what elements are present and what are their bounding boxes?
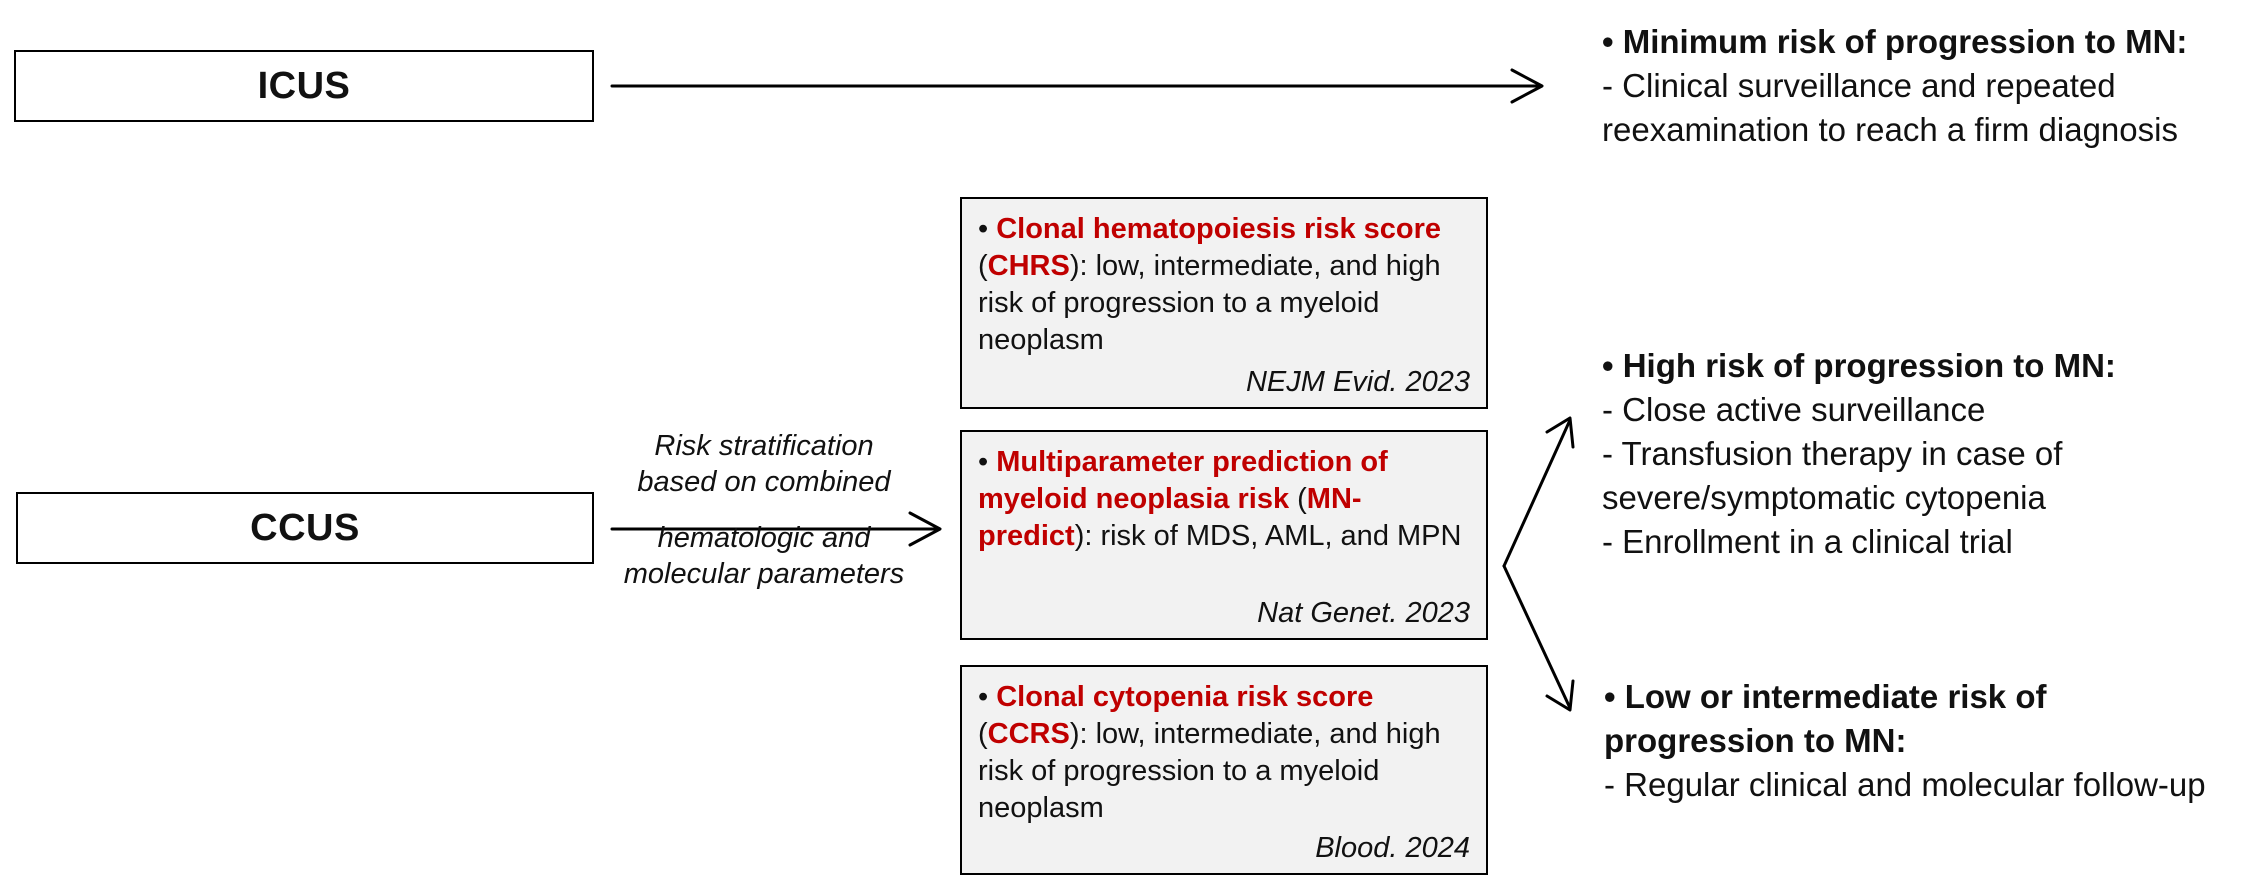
icus-box: ICUS (14, 50, 594, 122)
high-risk-arrow (1502, 418, 1572, 568)
ccrs-abbr: CCRS (987, 718, 1070, 750)
chrs-description: ): low, intermediate, and high risk of p… (978, 250, 1441, 356)
paren-open: ( (978, 250, 988, 282)
icus-outcome-line: - Clinical surveillance and repeated (1602, 67, 2116, 104)
stratification-caption: Risk stratification based on combined he… (594, 428, 934, 592)
paren-open: ( (1289, 483, 1307, 515)
ccus-scores-arrowhead (908, 511, 942, 547)
icus-outcome: • Minimum risk of progression to MN: - C… (1602, 20, 2262, 152)
chrs-score-box: • Clonal hematopoiesis risk score (CHRS)… (960, 197, 1488, 409)
low-risk-heading: • Low or intermediate risk of progressio… (1604, 678, 2047, 759)
low-risk-line: - Regular clinical and molecular follow-… (1604, 766, 2206, 803)
high-risk-line: - Close active surveillance (1602, 391, 1986, 428)
ccrs-score-box: • Clonal cytopenia risk score (CCRS): lo… (960, 665, 1488, 875)
ccus-label: CCUS (250, 506, 360, 549)
high-risk-line: - Transfusion therapy in case of severe/… (1602, 435, 2063, 516)
ccrs-citation: Blood. 2024 (1315, 832, 1470, 864)
bullet: • (978, 681, 997, 713)
ccrs-description: ): low, intermediate, and high risk of p… (978, 718, 1441, 824)
paren-open: ( (978, 718, 988, 750)
ccrs-name: Clonal cytopenia risk score (996, 681, 1374, 713)
mn-predict-citation: Nat Genet. 2023 (1257, 597, 1470, 629)
bullet: • (978, 446, 997, 478)
high-risk-outcome: • High risk of progression to MN: - Clos… (1602, 344, 2242, 564)
high-risk-line: - Enrollment in a clinical trial (1602, 523, 2013, 560)
chrs-citation: NEJM Evid. 2023 (1245, 366, 1470, 398)
stratification-line: molecular parameters (623, 558, 905, 590)
chrs-name: Clonal hematopoiesis risk score (996, 213, 1442, 245)
icus-outcome-heading: • Minimum risk of progression to MN: (1602, 23, 2188, 60)
bullet: • (978, 213, 997, 245)
stratification-line: hematologic and (657, 522, 871, 554)
low-risk-arrowhead (1545, 679, 1575, 712)
icus-outcome-line: reexamination to reach a firm diagnosis (1602, 111, 2178, 148)
mn-predict-name: Multiparameter prediction of myeloid neo… (978, 446, 1388, 515)
mn-predict-score-box: • Multiparameter prediction of myeloid n… (960, 430, 1488, 640)
mn-predict-abbr: MN-predict (978, 483, 1362, 552)
stratification-line: based on combined (637, 466, 891, 498)
icus-label: ICUS (257, 64, 351, 107)
stratification-line: Risk stratification (654, 430, 874, 462)
high-risk-heading: • High risk of progression to MN: (1602, 347, 2116, 384)
low-risk-outcome: • Low or intermediate risk of progressio… (1604, 675, 2224, 807)
ccus-box: CCUS (16, 492, 594, 564)
chrs-abbr: CHRS (987, 250, 1070, 282)
icus-outcome-arrowhead (1510, 68, 1544, 104)
mn-predict-description: ): risk of MDS, AML, and MPN (1074, 520, 1462, 552)
low-risk-arrow (1502, 564, 1572, 710)
high-risk-arrowhead (1545, 416, 1575, 449)
